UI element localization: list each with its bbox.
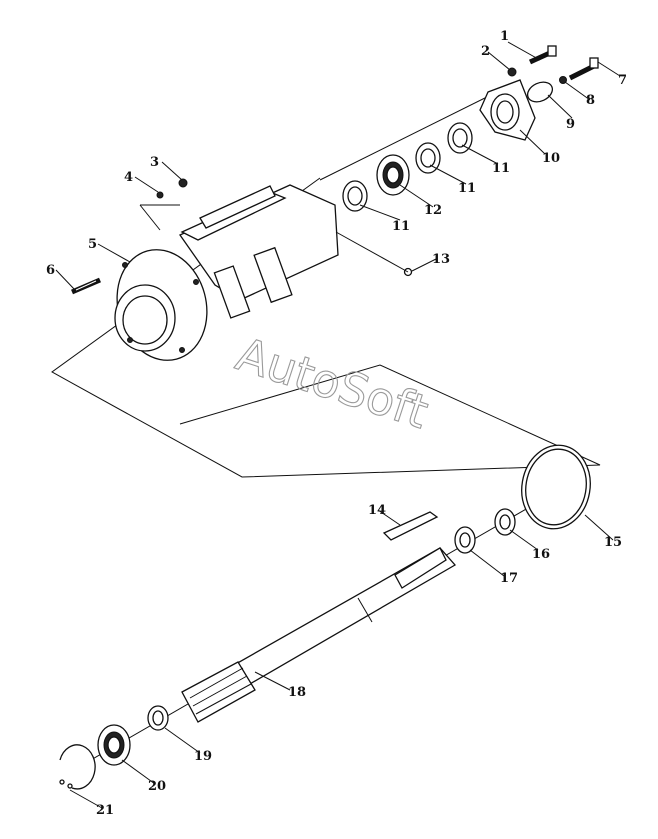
callout-11-b: 11 xyxy=(458,181,476,196)
callout-20: 20 xyxy=(148,779,166,794)
callout-6: 6 xyxy=(46,263,55,278)
nut-part-3 xyxy=(178,178,188,188)
stud-part-6 xyxy=(71,277,101,295)
bolt-part-1 xyxy=(528,45,557,65)
callout-19: 19 xyxy=(194,749,212,764)
assembly-plane-outline xyxy=(51,177,601,478)
shaft-part-18 xyxy=(181,547,457,723)
callout-2: 2 xyxy=(481,44,490,59)
callout-8: 8 xyxy=(586,93,595,108)
callout-21: 21 xyxy=(96,803,114,818)
washer-part-4 xyxy=(156,191,164,199)
circlip-part-21 xyxy=(59,744,96,790)
bolt-part-7 xyxy=(568,57,599,81)
leader-4b xyxy=(139,204,161,231)
gear-housing xyxy=(114,184,339,361)
callout-14: 14 xyxy=(368,503,386,518)
callout-13: 13 xyxy=(432,252,450,267)
callout-17: 17 xyxy=(500,571,518,586)
callout-5: 5 xyxy=(88,237,97,252)
leader-lines xyxy=(55,41,621,809)
key-part-14 xyxy=(382,511,439,541)
callout-11-a: 11 xyxy=(492,161,510,176)
nut-part-8 xyxy=(559,76,567,84)
cover-part-10 xyxy=(479,79,536,141)
callout-3: 3 xyxy=(150,155,159,170)
callout-10: 10 xyxy=(542,151,560,166)
callout-4: 4 xyxy=(124,170,133,185)
callout-7: 7 xyxy=(618,73,627,88)
callout-1: 1 xyxy=(500,29,509,44)
callout-16: 16 xyxy=(532,547,550,562)
callout-12: 12 xyxy=(424,203,442,218)
callout-15: 15 xyxy=(604,535,622,550)
bearing-part-20 xyxy=(97,724,131,766)
watermark-text: AutoSoft xyxy=(230,327,435,439)
upper-axis-line xyxy=(319,87,506,181)
bearing-part-12 xyxy=(376,154,410,196)
callout-11-c: 11 xyxy=(392,219,410,234)
leader-13 xyxy=(335,231,409,273)
plate-part-9 xyxy=(526,81,554,103)
callout-9: 9 xyxy=(566,117,575,132)
callout-18: 18 xyxy=(288,685,306,700)
